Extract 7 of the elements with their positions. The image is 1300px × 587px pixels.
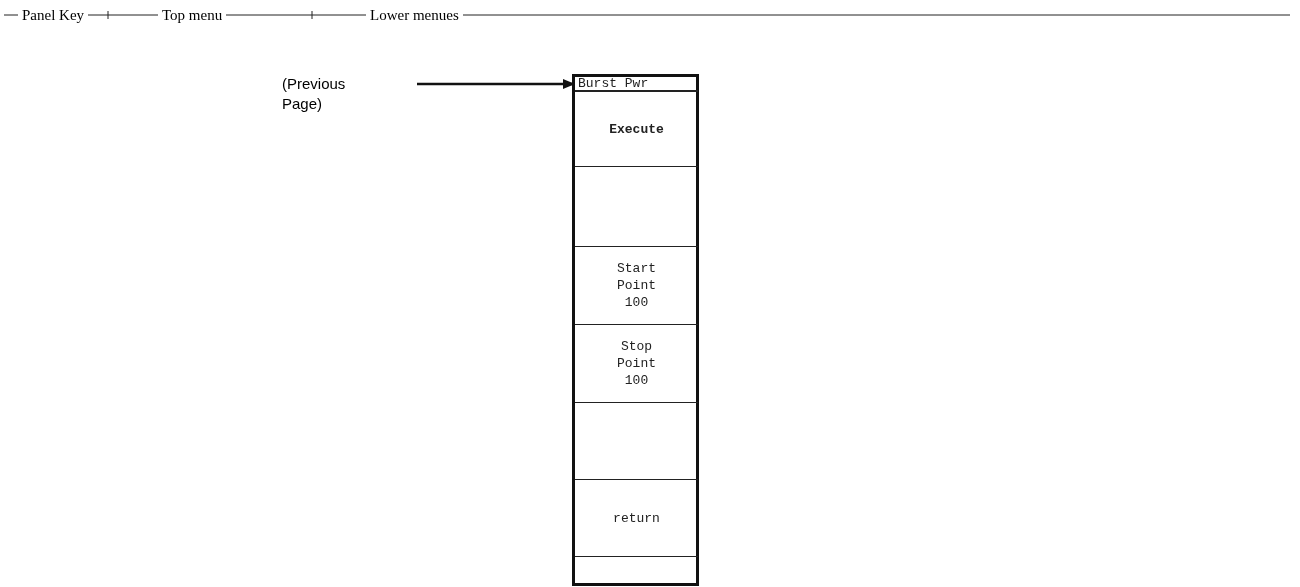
softkey-label: Start Point 100 [575,246,698,324]
menu-note: (Previous Page) [282,74,372,114]
menu-column [572,74,699,586]
menu-title: Burst Pwr [575,77,698,91]
softkey-label: Execute [575,91,698,166]
softkey-label: return [575,479,698,556]
softkey-label: Stop Point 100 [575,324,698,402]
